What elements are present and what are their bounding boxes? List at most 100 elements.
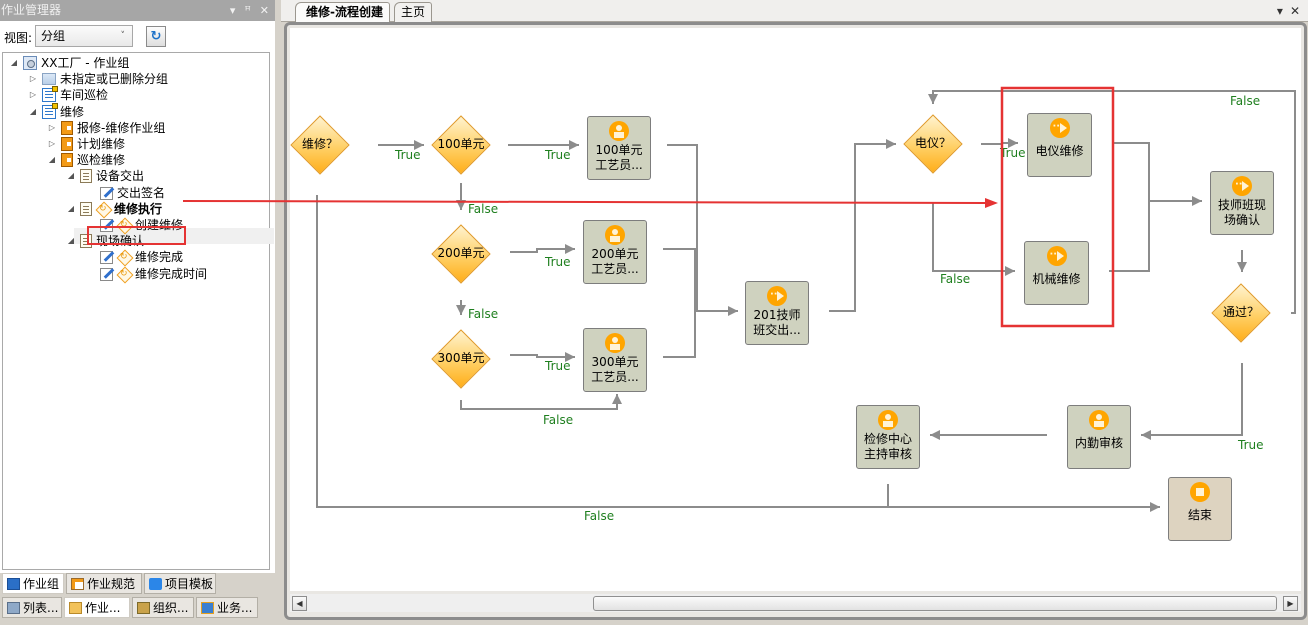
edge-arrowhead xyxy=(1150,502,1160,512)
edge-task300-201[interactable] xyxy=(663,310,738,358)
task-node[interactable]: 100单元工艺员... xyxy=(587,116,651,180)
tab-project-template[interactable]: 项目模板 xyxy=(144,573,216,594)
tree-item[interactable]: 创建维修 xyxy=(85,217,183,233)
collapse-toggle-icon[interactable]: ▷ xyxy=(29,74,37,84)
tree-item[interactable]: ◢维修 xyxy=(28,102,84,120)
edge-weixiu-false-end[interactable] xyxy=(316,195,1160,508)
decision-node[interactable]: 200单元 xyxy=(431,224,491,284)
tab-label: 作业规范 xyxy=(87,577,136,591)
job-edit-icon xyxy=(69,602,82,614)
view-select[interactable]: 分组 ˅ xyxy=(35,25,133,47)
horizontal-scrollbar[interactable]: ◀ ▶ xyxy=(290,594,1301,612)
edge-201-dianyi[interactable] xyxy=(829,143,896,312)
edge-300-false[interactable] xyxy=(460,394,618,410)
panel-close-icon[interactable]: ✕ xyxy=(259,4,269,17)
tab-home[interactable]: 主页 xyxy=(394,2,433,22)
edge-200-task200[interactable] xyxy=(510,248,575,253)
tab-job[interactable]: 作业... xyxy=(64,597,130,618)
refresh-button[interactable]: ↻ xyxy=(146,26,166,47)
collapse-toggle-icon[interactable]: ▷ xyxy=(48,139,56,148)
decision-node[interactable]: 300单元 xyxy=(431,329,491,389)
task-label-line1: 技师班现 xyxy=(1217,198,1266,212)
edge-arrowhead xyxy=(1237,262,1247,272)
tree-item[interactable]: ◢维修执行 xyxy=(66,201,162,217)
task-node[interactable]: 机械维修 xyxy=(1024,241,1089,305)
edge-300-task300[interactable] xyxy=(510,354,575,358)
tab-close-icon[interactable]: ✕ xyxy=(1289,4,1300,18)
decision-node[interactable]: 通过？ xyxy=(1211,283,1271,343)
end-node[interactable]: 结束 xyxy=(1168,477,1232,541)
edge-jixie-merge[interactable] xyxy=(1109,201,1150,272)
panel-tabs-secondary: 列表... 作业... 组织... 业务... xyxy=(0,597,275,619)
edge-arrowhead xyxy=(728,306,738,316)
book-icon xyxy=(61,153,73,168)
scroll-left-button[interactable]: ◀ xyxy=(292,596,307,611)
tree-item[interactable]: ▷车间巡检 xyxy=(28,86,108,103)
flow-canvas[interactable]: 维修？ 100单元 200单元 300单元 电仪？ 通过？ 100单元工艺员... 200单元… xyxy=(290,28,1301,591)
pen-icon xyxy=(99,218,113,232)
decision-label: 通过？ xyxy=(1222,305,1259,319)
expand-toggle-icon[interactable]: ◢ xyxy=(29,106,37,116)
task-node[interactable]: 电仪维修 xyxy=(1027,113,1092,177)
view-label: 视图: xyxy=(4,31,33,45)
panel-menu-icon[interactable]: ▾ xyxy=(229,4,236,17)
edge-tongguo-neiqin[interactable] xyxy=(1141,363,1243,436)
tab-list-dropdown-icon[interactable]: ▾ xyxy=(1276,4,1283,18)
tree-item-label: 巡检维修 xyxy=(77,153,126,168)
tab-label: 作业... xyxy=(85,601,121,615)
tree-item[interactable]: ◢设备交出 xyxy=(66,168,144,184)
collapse-toggle-icon[interactable]: ▷ xyxy=(48,122,56,132)
panel-splitter[interactable] xyxy=(275,0,281,625)
task-node[interactable]: 200单元工艺员... xyxy=(583,220,647,284)
tab-business[interactable]: 业务... xyxy=(196,597,258,618)
scroll-right-button[interactable]: ▶ xyxy=(1283,596,1298,611)
edge-label: True xyxy=(545,359,571,373)
expand-toggle-icon[interactable]: ◢ xyxy=(67,203,75,213)
tree-item[interactable]: ◢ 巡检维修 xyxy=(47,152,125,168)
tree-item[interactable]: 交出签名 xyxy=(85,185,165,201)
expand-toggle-icon[interactable]: ◢ xyxy=(67,236,75,246)
tree-item[interactable]: ▷ 计划维修 xyxy=(47,136,125,152)
edge-task200-201[interactable] xyxy=(663,248,696,311)
decision-label: 100单元 xyxy=(437,137,485,151)
decision-node[interactable]: 100单元 xyxy=(431,115,491,175)
edge-arrowhead xyxy=(414,140,424,150)
tab-flow-create[interactable]: 维修-流程创建 xyxy=(295,2,390,22)
tree-item[interactable]: ◢XX工厂 - 作业组 xyxy=(9,55,129,71)
task-node[interactable]: 检修中心主持审核 xyxy=(856,405,920,469)
edge-label: True xyxy=(545,255,571,269)
job-tree[interactable]: ◢XX工厂 - 作业组▷未指定或已删除分组▷车间巡检◢维修▷报修-维修作业组▷计… xyxy=(2,52,274,570)
tree-item-label: 计划维修 xyxy=(77,137,126,151)
task-node[interactable]: 201技师班交出... xyxy=(745,281,809,345)
tab-job-spec[interactable]: 作业规范 xyxy=(66,573,142,594)
tab-label: 列表... xyxy=(23,601,59,615)
edge-label: True xyxy=(1238,438,1264,452)
tree-item[interactable]: 维修完成 xyxy=(85,249,183,265)
task-node[interactable]: 300单元工艺员... xyxy=(583,328,647,392)
edge-dianyi-false[interactable] xyxy=(932,203,1015,272)
tab-job-group[interactable]: 作业组 xyxy=(2,573,64,594)
factory-icon xyxy=(23,56,37,70)
tab-organization[interactable]: 组织... xyxy=(132,597,194,618)
tab-list[interactable]: 列表... xyxy=(2,597,62,618)
expand-toggle-icon[interactable]: ◢ xyxy=(48,155,56,165)
decision-node[interactable]: 维修？ xyxy=(290,115,350,175)
task-label-line1: 机械维修 xyxy=(1032,272,1081,286)
task-label-line1: 检修中心 xyxy=(863,432,912,446)
scroll-thumb[interactable] xyxy=(593,596,1277,611)
edge-dianyi-merge[interactable] xyxy=(1112,142,1202,202)
tree-item[interactable]: 维修完成时间 xyxy=(85,266,207,282)
task-node[interactable]: 内勤审核 xyxy=(1067,405,1131,469)
group-icon xyxy=(42,86,58,103)
collapse-toggle-icon[interactable]: ▷ xyxy=(29,90,37,100)
edge-task100-201[interactable] xyxy=(667,144,698,311)
expand-toggle-icon[interactable]: ◢ xyxy=(10,58,18,67)
edge-label: False xyxy=(468,202,499,216)
tree-item[interactable]: ▷未指定或已删除分组 xyxy=(28,71,168,87)
panel-pin-icon[interactable]: ꟸ xyxy=(244,4,251,17)
expand-toggle-icon[interactable]: ◢ xyxy=(67,171,75,181)
tree-item[interactable]: ▷报修-维修作业组 xyxy=(47,120,165,136)
pen-icon xyxy=(99,250,113,265)
decision-node[interactable]: 电仪？ xyxy=(903,114,963,174)
